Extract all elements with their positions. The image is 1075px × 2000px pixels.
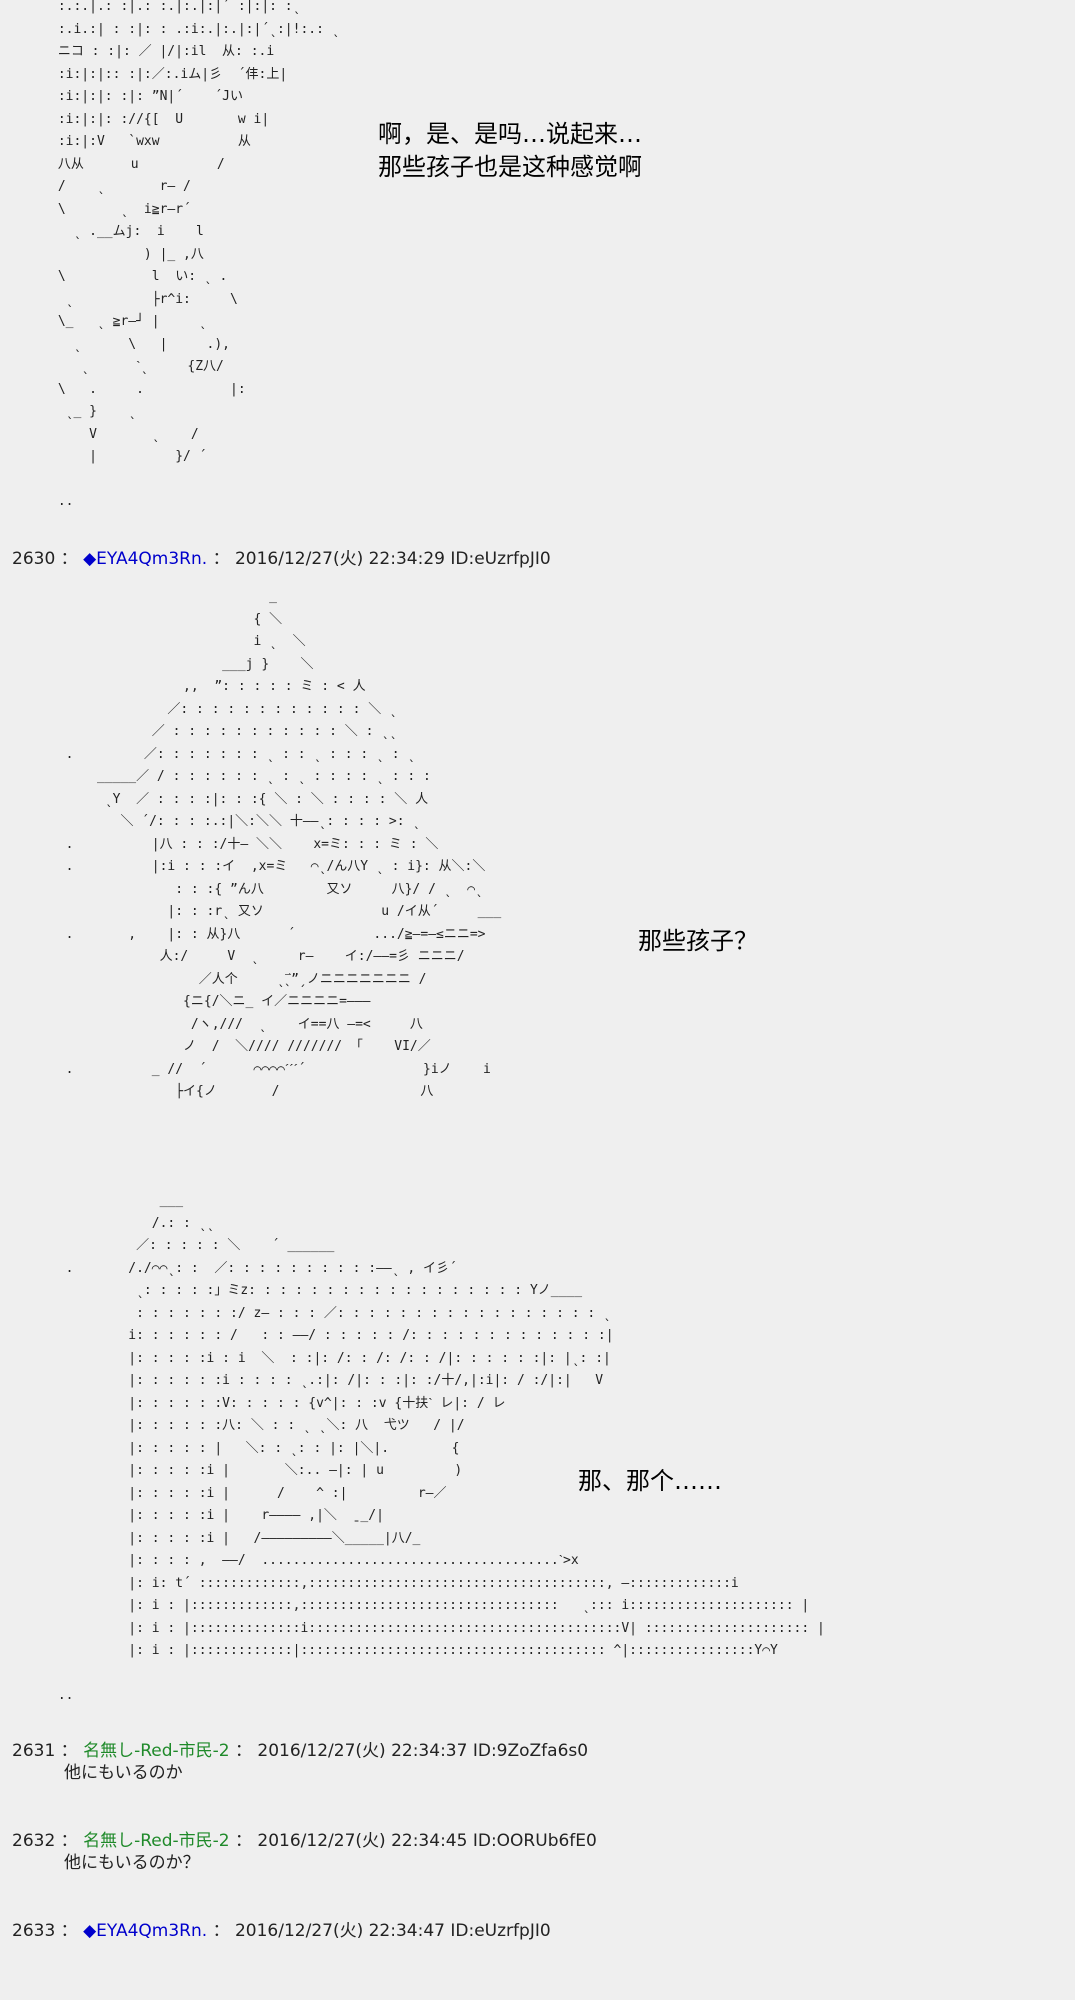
poster-id[interactable]: ID:9ZoZfa6s0 (472, 1741, 589, 1761)
poster-name: ◆EYA4Qm3Rn. (83, 1921, 208, 1941)
post-datetime: 2016/12/27(火) 22:34:47 (234, 1921, 445, 1941)
post-header: 2632 ： 名無し-Red-市民-2 ： 2016/12/27(火) 22:3… (12, 1830, 597, 1852)
post-body: 他にもいるのか？ (64, 1853, 200, 1873)
dialogue-line: 那些孩子也是这种感觉啊 (378, 153, 642, 181)
poster-id[interactable]: ID:OORUb6fE0 (472, 1831, 597, 1851)
ascii-art-lower: ___ /.: : ˎˎ ／: : : : : ＼ ´ ______ . /./… (57, 1193, 825, 1703)
post-body: 他にもいるのか (64, 1763, 183, 1783)
dialogue-line: 啊，是、是吗…说起来… (378, 120, 642, 148)
poster-name: 名無し-Red-市民-2 (83, 1831, 230, 1851)
ascii-art-top: :.:.|.: :|.: :.|:.|:|´ :|:|: :ˎ :.i.:| :… (57, 0, 340, 509)
post-number[interactable]: 2630 (12, 549, 56, 569)
poster-id[interactable]: ID:eUzrfpJI0 (450, 549, 551, 569)
post-datetime: 2016/12/27(火) 22:34:45 (257, 1831, 468, 1851)
post-number[interactable]: 2632 (12, 1831, 56, 1851)
post-number[interactable]: 2631 (12, 1741, 56, 1761)
separator: ： (60, 1921, 78, 1941)
ascii-art-middle: _ { ＼ i ˎ ＼ ___j } ＼ ,, ”: : : : : ミ : <… (65, 589, 502, 1099)
post-datetime: 2016/12/27(火) 22:34:29 (234, 549, 445, 569)
poster-name: ◆EYA4Qm3Rn. (83, 549, 208, 569)
post-datetime: 2016/12/27(火) 22:34:37 (257, 1741, 468, 1761)
separator: ： (212, 549, 230, 569)
separator: ： (60, 1831, 78, 1851)
separator: ： (212, 1921, 230, 1941)
post-number[interactable]: 2633 (12, 1921, 56, 1941)
post-header: 2630 ： ◆EYA4Qm3Rn. ： 2016/12/27(火) 22:34… (12, 548, 551, 570)
dialogue-line: 那些孩子？ (638, 927, 758, 955)
post-header: 2631 ： 名無し-Red-市民-2 ： 2016/12/27(火) 22:3… (12, 1740, 588, 1762)
post-header: 2633 ： ◆EYA4Qm3Rn. ： 2016/12/27(火) 22:34… (12, 1920, 551, 1942)
dialogue-line: 那、那个…… (578, 1467, 722, 1495)
separator: ： (235, 1741, 253, 1761)
separator: ： (60, 1741, 78, 1761)
separator: ： (235, 1831, 253, 1851)
poster-name: 名無し-Red-市民-2 (83, 1741, 230, 1761)
poster-id[interactable]: ID:eUzrfpJI0 (450, 1921, 551, 1941)
separator: ： (60, 549, 78, 569)
